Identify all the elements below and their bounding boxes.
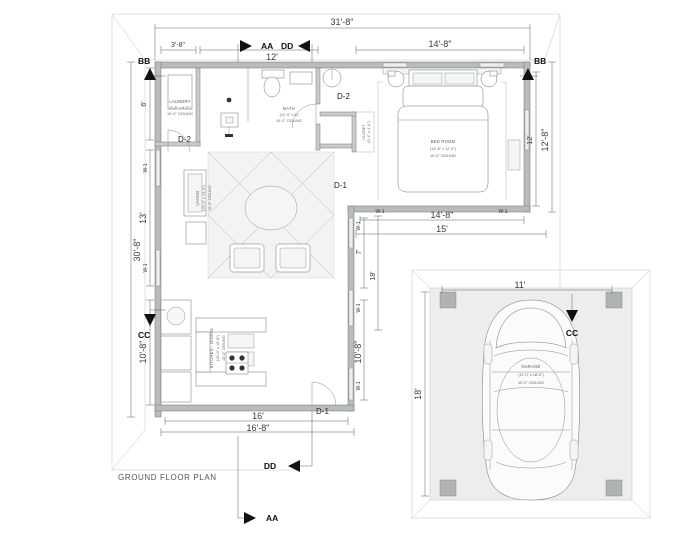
room-bedroom — [377, 67, 521, 200]
dimension-mid-right — [355, 216, 547, 238]
dimension-top — [154, 24, 531, 60]
room-ceiling-garage: 10'-0" CEILING — [518, 381, 544, 385]
dim-inner-b: 18' — [370, 271, 377, 280]
dim-right-overall: 12'-8" — [540, 129, 550, 152]
section-marker-dd-bottom[interactable] — [288, 410, 313, 472]
garage-block — [411, 269, 651, 519]
room-label-kitchen: KITCHEN - DINING — [209, 328, 214, 368]
section-label-cc-left: CC — [138, 330, 150, 340]
room-ceiling-kitchen: 10'-0" CEILING — [222, 335, 226, 361]
section-label-dd-bottom: DD — [264, 461, 276, 471]
room-label-laundry: LAUNDRY — [169, 99, 190, 104]
dim-inner-a: 7' — [356, 249, 363, 254]
section-label-bb-right: BB — [534, 56, 546, 66]
room-living — [183, 151, 335, 279]
door-tag-d1-bedroom: D-1 — [334, 181, 347, 190]
room-size-bath: (12'-0" x 6') — [279, 113, 299, 117]
dim-bottom-a: 16' — [252, 411, 264, 421]
room-bath — [220, 68, 342, 137]
dim-garage-height: 18' — [413, 388, 423, 400]
room-laundry — [167, 74, 193, 153]
dim-left-a: 6' — [141, 101, 148, 106]
room-size-kitchen: (16'-0" x 10'-8") — [216, 334, 220, 361]
room-size-closet: (3'-4" x 4'-0") — [367, 120, 371, 142]
room-ceiling-bath: 10'-0" CEILING — [276, 119, 302, 123]
dim-right-a: 12' — [527, 135, 534, 144]
dim-left-overall: 30'-8" — [132, 239, 142, 262]
room-size-living: (15'-0" x 13'-0") — [202, 184, 206, 211]
dim-top-mid: 12' — [266, 52, 278, 62]
dimension-inner-vertical — [360, 215, 382, 401]
dimension-garage — [421, 286, 613, 497]
window-tag-left-lower: W-1 — [143, 263, 149, 272]
dim-garage-width: 11' — [514, 280, 525, 290]
dim-top-overall: 31'-8" — [331, 17, 354, 27]
room-size-bedroom: (14'-8" x 12'-0") — [430, 147, 457, 151]
dim-left-b: 13' — [138, 212, 148, 224]
room-kitchen-dining — [160, 299, 337, 407]
car-symbol — [482, 299, 580, 501]
section-marker-bb-right[interactable] — [520, 68, 538, 80]
section-marker-aa-top[interactable] — [237, 40, 252, 62]
window-tag-inner-a: W-1 — [356, 221, 362, 230]
door-tag-d2-bath: D-2 — [337, 92, 350, 101]
section-marker-cc-right[interactable] — [566, 294, 578, 322]
dim-left-c: 10'-8" — [138, 341, 148, 364]
dim-mid-right-a: 14'-8" — [431, 210, 454, 220]
window-tag-inner-b: W-1 — [356, 303, 362, 312]
section-marker-cc-left[interactable] — [144, 309, 166, 326]
room-label-living: LIVING — [195, 191, 200, 206]
room-size-laundry: (3'-8" x 8'-0") — [169, 106, 191, 110]
dim-inner-c: 10'-8" — [353, 341, 363, 364]
room-label-garage: GARAGE — [521, 364, 540, 369]
drawing-title: GROUND FLOOR PLAN — [118, 473, 217, 482]
door-tag-d2-laundry: D-2 — [178, 135, 191, 144]
window-tag-mid-a: W-1 — [375, 209, 384, 215]
section-label-bb-left: BB — [138, 56, 150, 66]
door-tag-d1-entry: D-1 — [316, 407, 329, 416]
section-label-cc-right: CC — [566, 328, 578, 338]
dimension-bottom — [160, 417, 355, 436]
section-label-aa-top: AA — [261, 41, 273, 51]
section-marker-aa-bottom[interactable] — [237, 436, 256, 524]
room-size-garage: (11'-0" x 18'-0") — [518, 373, 544, 377]
section-label-dd-top: DD — [281, 41, 293, 51]
room-label-closet: CLOSET — [362, 124, 366, 140]
room-label-bedroom: BED ROOM — [431, 139, 456, 144]
section-marker-dd-top[interactable] — [298, 40, 313, 62]
section-label-aa-bottom: AA — [266, 513, 278, 523]
room-closet — [355, 111, 375, 153]
window-tag-left-upper: W-1 — [143, 163, 149, 172]
window-symbols — [155, 62, 530, 401]
dim-top-right: 14'-8" — [429, 39, 452, 49]
dim-bottom-b: 16'-8" — [247, 423, 270, 433]
dimension-right — [532, 61, 556, 213]
room-label-bath: BATH — [283, 106, 295, 111]
dim-mid-right-b: 15' — [436, 224, 448, 234]
section-marker-bb-left[interactable] — [144, 68, 166, 80]
dim-top-left: 3'-8" — [171, 42, 185, 49]
room-ceiling-living: 10'-0" CEILING — [208, 185, 212, 211]
window-tag-mid-b: W-1 — [498, 209, 507, 215]
window-tag-inner-c: W-1 — [356, 381, 362, 390]
room-ceiling-laundry: 10'-0" CEILING — [167, 112, 193, 116]
room-ceiling-bedroom: 10'-0" CEILING — [430, 154, 456, 158]
